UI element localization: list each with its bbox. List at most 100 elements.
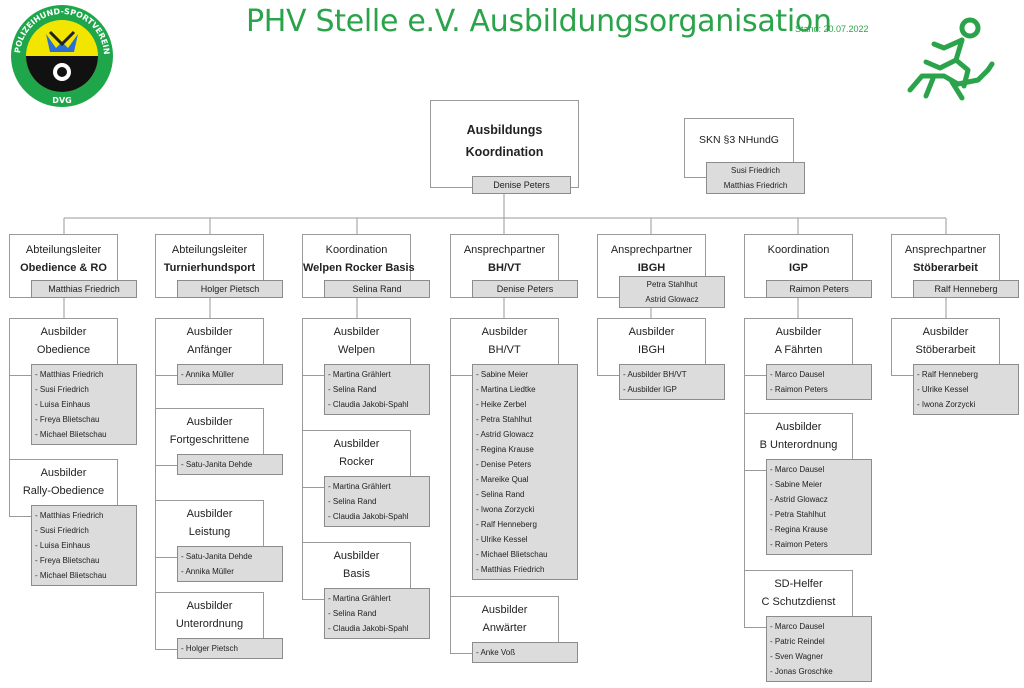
trainer-name: - Claudia Jakobi-Spahl <box>328 624 409 633</box>
department-title: Abteilungsleiter <box>25 244 102 256</box>
trainer-name: - Annika Müller <box>181 370 234 379</box>
trainer-unit-subject: B Unterordnung <box>759 439 838 451</box>
trainer-name: - Selina Rand <box>328 385 377 394</box>
top-coordination-line2: Koordination <box>465 145 544 159</box>
department-subject: Welpen Rocker Basis <box>303 262 415 274</box>
trainer-unit-subject: BH/VT <box>488 344 521 356</box>
trainer-name: - Martina Liedtke <box>476 385 536 394</box>
department-person: Petra Stahlhut <box>646 280 698 289</box>
trainer-list: - Ausbilder BH/VT- Ausbilder IGP <box>619 364 725 400</box>
trainer-unit-subject: Obedience <box>36 344 91 356</box>
skn-label: SKN §3 NHundG <box>699 134 779 146</box>
trainer-list: - Satu-Janita Dehde <box>177 454 283 475</box>
department-person-name: Matthias Friedrich <box>48 284 120 294</box>
trainer-unit-subject: Anwärter <box>482 622 527 634</box>
trainer-unit-subject: Welpen <box>337 344 376 356</box>
department-person-name: Denise Peters <box>496 284 554 294</box>
department-person: Selina Rand <box>324 280 430 298</box>
trainer-name: - Matthias Friedrich <box>35 511 104 520</box>
trainer-unit-title: Ausbilder <box>775 326 822 338</box>
trainer-list: - Satu-Janita Dehde- Annika Müller <box>177 546 283 582</box>
trainer-name: - Raimon Peters <box>770 540 828 549</box>
column-connector <box>450 376 451 654</box>
trainer-name: - Freya Blietschau <box>35 415 100 424</box>
trainer-name: - Susi Friedrich <box>35 526 89 535</box>
trainer-unit-title: Ausbilder <box>40 326 87 338</box>
trainer-name: - Sabine Meier <box>476 370 529 379</box>
trainer-list: - Anke Voß <box>472 642 578 663</box>
trainer-list: - Sabine Meier - Martina Liedtke - Heike Z… <box>472 364 578 580</box>
logo-dvg-text: DVG <box>52 96 71 105</box>
department-subject: Stöberarbeit <box>913 262 978 274</box>
department-person: Matthias Friedrich <box>31 280 137 298</box>
trainer-unit-title: Ausbilder <box>333 438 380 450</box>
trainer-name: - Luisa Einhaus <box>35 541 91 550</box>
trainer-name: - Matthias Friedrich <box>35 370 104 379</box>
trainer-name: - Marco Dausel <box>770 622 825 631</box>
trainer-unit-subject: A Fährten <box>774 344 823 356</box>
trainer-name: - Martina Grählert <box>328 482 391 491</box>
trainer-unit-subject: IBGH <box>638 344 665 356</box>
trainer-name: - Raimon Peters <box>770 385 828 394</box>
trainer-name: - Jonas Groschke <box>770 667 833 676</box>
trainer-list: - Ralf Henneberg- Ulrike Kessel- Iwona Z… <box>913 364 1019 415</box>
department-title: Ansprechpartner <box>904 244 987 256</box>
department-subject: Turnierhundsport <box>163 262 256 274</box>
trainer-name: - Patric Reindel <box>770 637 825 646</box>
trainer-name: - Martina Grählert <box>328 594 391 603</box>
trainer-list: - Martina Grählert- Selina Rand- Claudia… <box>324 364 430 415</box>
department-person: Denise Peters <box>472 280 578 298</box>
department-title: Ansprechpartner <box>463 244 546 256</box>
trainer-name: - Mareike Qual <box>476 475 529 484</box>
trainer-unit-subject: Rocker <box>339 456 374 468</box>
trainer-unit-title: Ausbilder <box>628 326 675 338</box>
trainer-name: - Claudia Jakobi-Spahl <box>328 400 409 409</box>
trainer-name: - Astrid Glowacz <box>770 495 828 504</box>
trainer-name: - Claudia Jakobi-Spahl <box>328 512 409 521</box>
trainer-name: - Denise Peters <box>476 460 532 469</box>
trainer-name: - Heike Zerbel <box>476 400 527 409</box>
trainer-name: - Petra Stahlhut <box>770 510 826 519</box>
trainer-name: - Iwona Zorzycki <box>917 400 976 409</box>
top-coordination-person: Denise Peters <box>472 176 571 194</box>
trainer-unit-subject: Fortgeschrittene <box>169 434 250 446</box>
trainer-unit-subject: Leistung <box>188 526 231 538</box>
department-subject: BH/VT <box>488 262 521 274</box>
trainer-unit-subject: Stöberarbeit <box>915 344 976 356</box>
club-logo: POLIZEIHUND-SPORTVEREIN-STELLE E.V. DVG <box>10 4 113 107</box>
stand-date: Stand: 20.07.2022 <box>795 24 869 34</box>
column-connector <box>302 376 303 600</box>
trainer-list: - Marco Dausel- Patric Reindel- Sven Wag… <box>766 616 872 682</box>
skn-people: Susi Friedrich Matthias Friedrich <box>706 162 805 194</box>
department-person: Holger Pietsch <box>177 280 283 298</box>
trainer-unit-title: Ausbilder <box>333 550 380 562</box>
trainer-name: - Michael Blietschau <box>35 571 107 580</box>
department-person-name: Ralf Henneberg <box>934 284 998 294</box>
top-coordination-box: Ausbildungs Koordination <box>430 100 579 188</box>
department-subject: Obedience & RO <box>20 262 107 274</box>
trainer-unit-title: Ausbilder <box>186 416 233 428</box>
department-person-name: Raimon Peters <box>789 284 849 294</box>
trainer-unit-title: SD-Helfer <box>774 578 823 590</box>
department-subject: IBGH <box>637 262 666 274</box>
trainer-unit-title: Ausbilder <box>922 326 969 338</box>
trainer-name: - Petra Stahlhut <box>476 415 532 424</box>
department-person-name: Holger Pietsch <box>200 284 260 294</box>
trainer-name: - Annika Müller <box>181 567 234 576</box>
trainer-name: - Anke Voß <box>476 648 516 657</box>
trainer-name: - Ausbilder BH/VT <box>623 370 687 379</box>
trainer-unit-title: Ausbilder <box>186 326 233 338</box>
trainer-name: - Michael Blietschau <box>35 430 107 439</box>
department-person: Astrid Glowacz <box>645 295 699 304</box>
trainer-unit-title: Ausbilder <box>333 326 380 338</box>
trainer-name: - Satu-Janita Dehde <box>181 460 253 469</box>
trainer-name: - Selina Rand <box>476 490 525 499</box>
trainer-name: - Selina Rand <box>328 609 377 618</box>
dog-sport-icon <box>907 17 995 101</box>
trainer-name: - Sabine Meier <box>770 480 823 489</box>
department-person-name: Selina Rand <box>352 284 402 294</box>
department-title: Koordination <box>325 244 388 256</box>
trainer-unit-title: Ausbilder <box>775 421 822 433</box>
department-person: Ralf Henneberg <box>913 280 1019 298</box>
